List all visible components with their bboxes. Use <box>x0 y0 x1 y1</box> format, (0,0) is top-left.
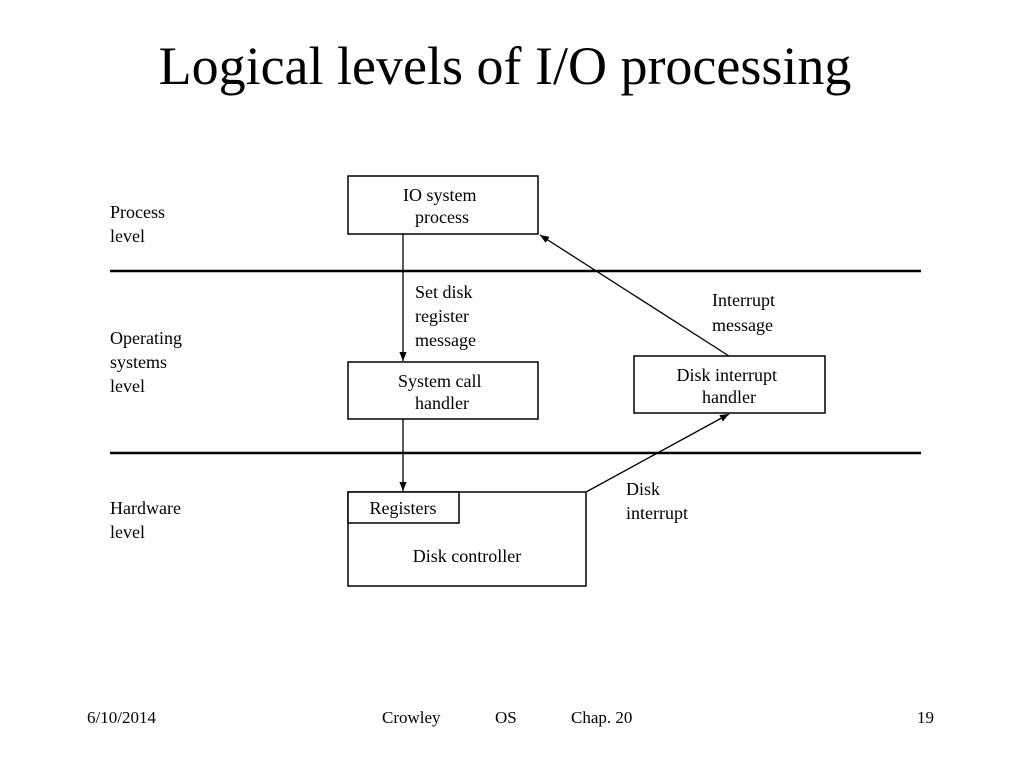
level-label-process: Process level <box>110 202 170 246</box>
registers-label: Registers <box>370 498 437 518</box>
footer-date: 6/10/2014 <box>87 708 156 727</box>
edge-label-interrupt-message: Interrupt message <box>712 290 779 335</box>
level-label-operating-systems: Operating systems level <box>110 328 186 396</box>
footer-course: OS <box>495 708 517 727</box>
system-call-handler-label: System call handler <box>398 371 486 413</box>
level-label-hardware: Hardware level <box>110 498 185 542</box>
slide-title: Logical levels of I/O processing <box>158 36 852 96</box>
io-system-process-box: IO system process <box>347 175 539 235</box>
disk-controller-label: Disk controller <box>413 546 521 566</box>
system-call-handler-box: System call handler <box>347 361 539 420</box>
arrow-interrupt-handler-to-io <box>539 234 730 357</box>
io-system-process-label: IO system process <box>403 185 481 227</box>
disk-interrupt-handler-label: Disk interrupt handler <box>677 365 782 407</box>
disk-interrupt-handler-box: Disk interrupt handler <box>633 355 826 414</box>
edge-label-set-disk-register-message: Set disk register message <box>415 282 477 350</box>
footer-page-number: 19 <box>917 708 934 727</box>
edge-label-disk-interrupt: Disk interrupt <box>626 479 688 523</box>
footer-author: Crowley <box>382 708 441 727</box>
footer-chapter: Chap. 20 <box>571 708 633 727</box>
registers-box <box>347 491 460 524</box>
disk-controller-box: Registers Disk controller <box>347 491 587 587</box>
arrow-controller-to-interrupt-handler <box>585 413 730 493</box>
